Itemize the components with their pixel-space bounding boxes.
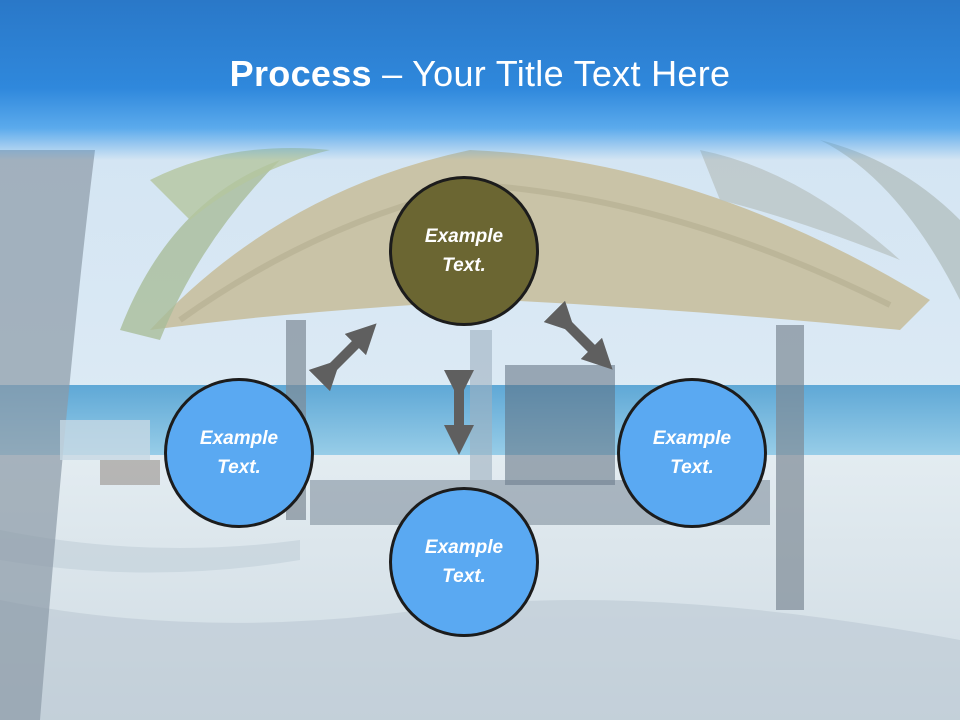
double-arrow-right-top	[543, 300, 613, 370]
slide-title: Process – Your Title Text Here	[0, 52, 960, 96]
node-bottom[interactable]: Example Text.	[389, 487, 539, 637]
node-top[interactable]: Example Text.	[389, 176, 539, 326]
node-left[interactable]: Example Text.	[164, 378, 314, 528]
title-bold-word: Process	[229, 53, 372, 94]
node-top-text: Example Text.	[424, 226, 504, 276]
node-right-text: Example Text.	[652, 428, 732, 478]
node-left-text: Example Text.	[199, 428, 279, 478]
title-rest: – Your Title Text Here	[371, 53, 731, 94]
node-right[interactable]: Example Text.	[617, 378, 767, 528]
node-bottom-text: Example Text.	[424, 537, 504, 587]
title-bar	[0, 0, 960, 160]
double-arrow-left-top	[308, 323, 377, 392]
